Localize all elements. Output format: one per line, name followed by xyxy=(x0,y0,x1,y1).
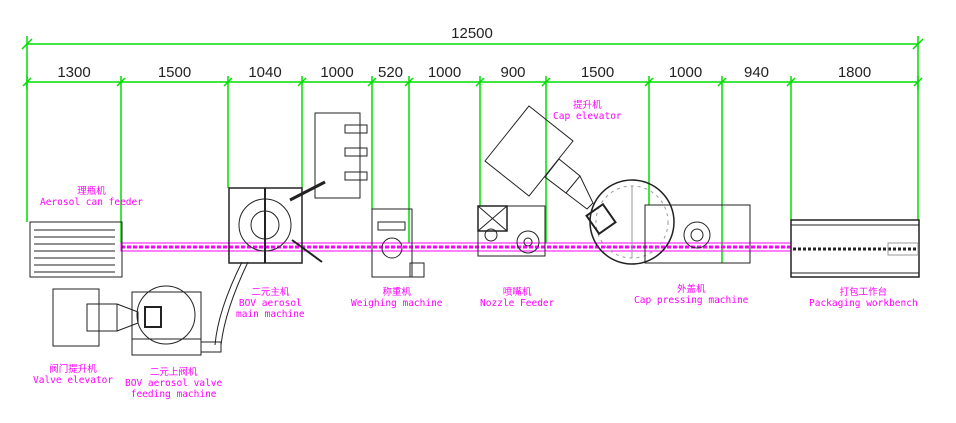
segment-dimension-text: 1000 xyxy=(669,64,702,81)
bov-main-drawing xyxy=(214,112,368,346)
tick-mark xyxy=(913,77,923,87)
segment-dimension-text: 1800 xyxy=(838,64,871,81)
tick-mark xyxy=(404,77,414,87)
tick-mark xyxy=(475,77,485,87)
segment-dimension-text: 520 xyxy=(378,64,403,81)
tick-mark xyxy=(367,77,377,87)
weighing-machine-drawing xyxy=(371,208,425,278)
tick-mark xyxy=(717,77,727,87)
segment-dimension-text: 1500 xyxy=(158,64,191,81)
valve-elevator-drawing xyxy=(52,288,139,347)
tick-mark xyxy=(786,77,796,87)
segment-dimension-text: 1500 xyxy=(581,64,614,81)
can-feeder-drawing xyxy=(29,221,123,278)
segment-dimension-text: 1300 xyxy=(57,64,90,81)
segment-dimension-text: 940 xyxy=(744,64,769,81)
cap-elevator-drawing xyxy=(484,105,594,210)
tick-mark xyxy=(644,77,654,87)
nozzle-feeder-drawing xyxy=(477,205,546,257)
conveyor-line xyxy=(120,242,792,252)
segment-dimensions: 1300 1500 1040 1000 520 1000 900 1500 1000 940 180… xyxy=(22,64,923,263)
segment-dimension-text: 900 xyxy=(500,64,525,81)
tick-mark xyxy=(116,77,126,87)
segment-dimension-text: 1040 xyxy=(248,64,281,81)
segment-dimension-text: 1000 xyxy=(428,64,461,81)
tick-mark xyxy=(541,77,551,87)
tick-mark xyxy=(297,77,307,87)
packaging-workbench-drawing xyxy=(790,219,920,278)
segment-dimension-text: 1000 xyxy=(320,64,353,81)
overall-dimension-text: 12500 xyxy=(451,25,493,42)
bov-valve-feeder-drawing xyxy=(131,285,222,356)
tick-mark xyxy=(22,77,32,87)
cap-pressing-drawing xyxy=(585,179,751,265)
tick-mark xyxy=(223,77,233,87)
